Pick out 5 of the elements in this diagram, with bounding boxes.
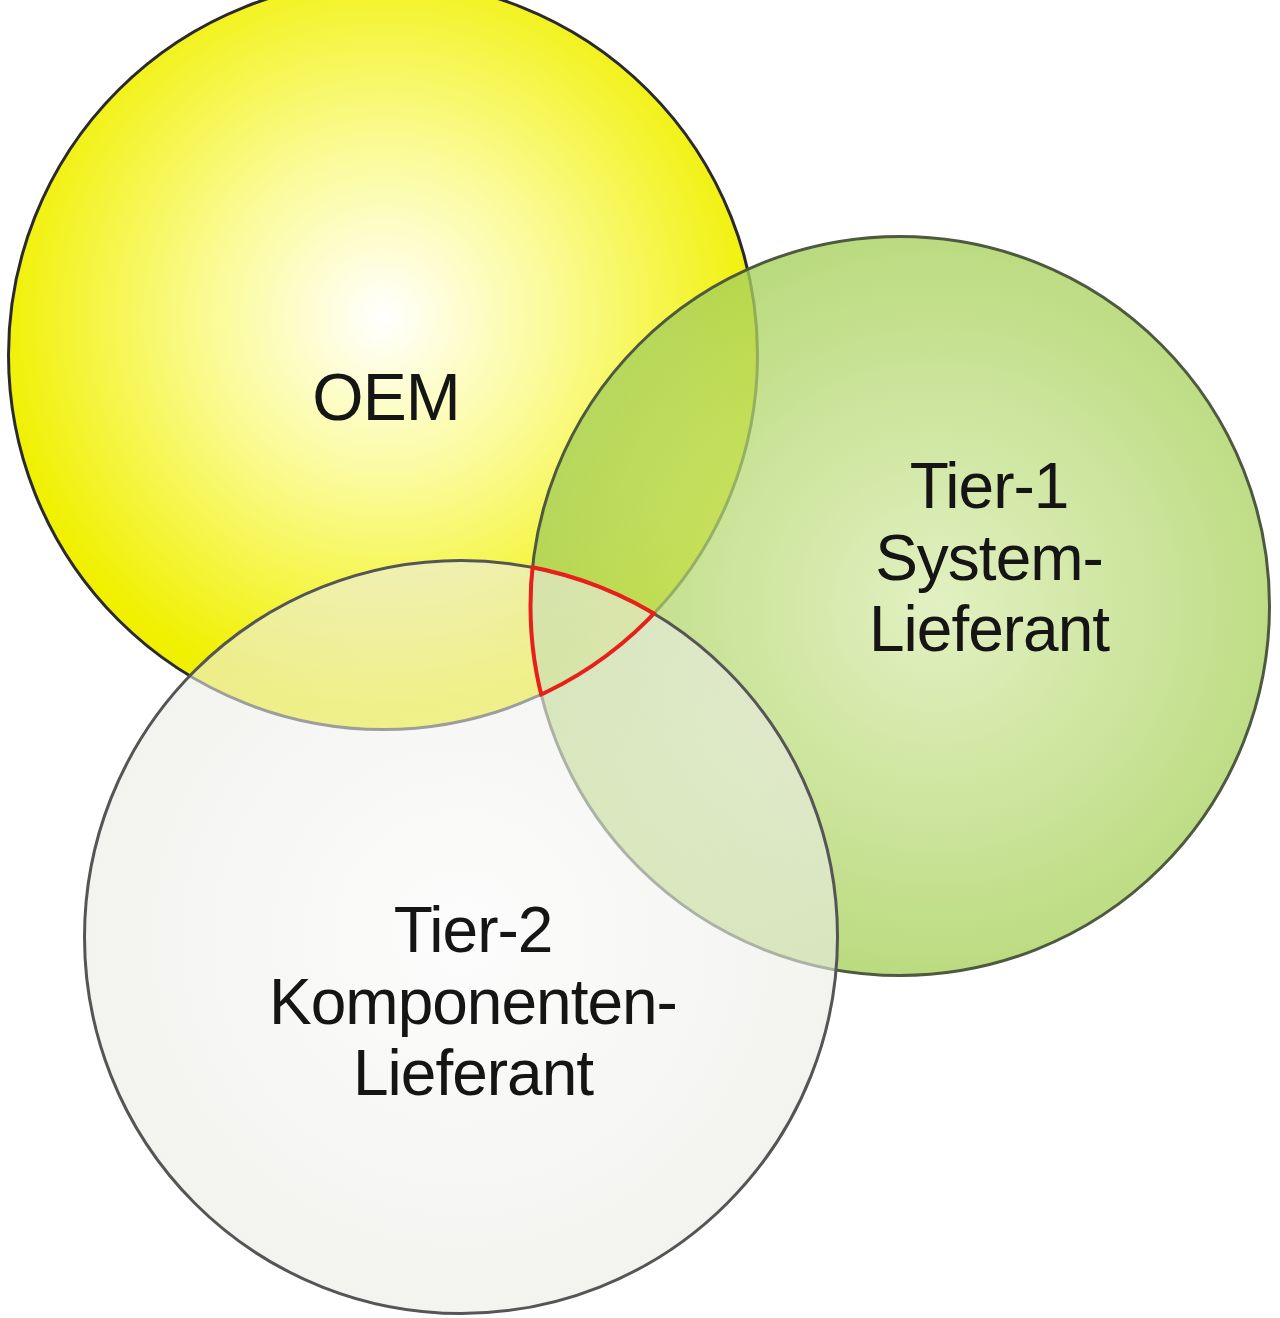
- circle-label: OEM: [312, 361, 460, 435]
- circle-label: Komponenten-Lieferant: [268, 967, 678, 1111]
- circle-label: Tier-1: [909, 451, 1069, 524]
- circle-label: System-Lieferant: [867, 523, 1111, 667]
- circle-label: Tier-2: [393, 895, 553, 968]
